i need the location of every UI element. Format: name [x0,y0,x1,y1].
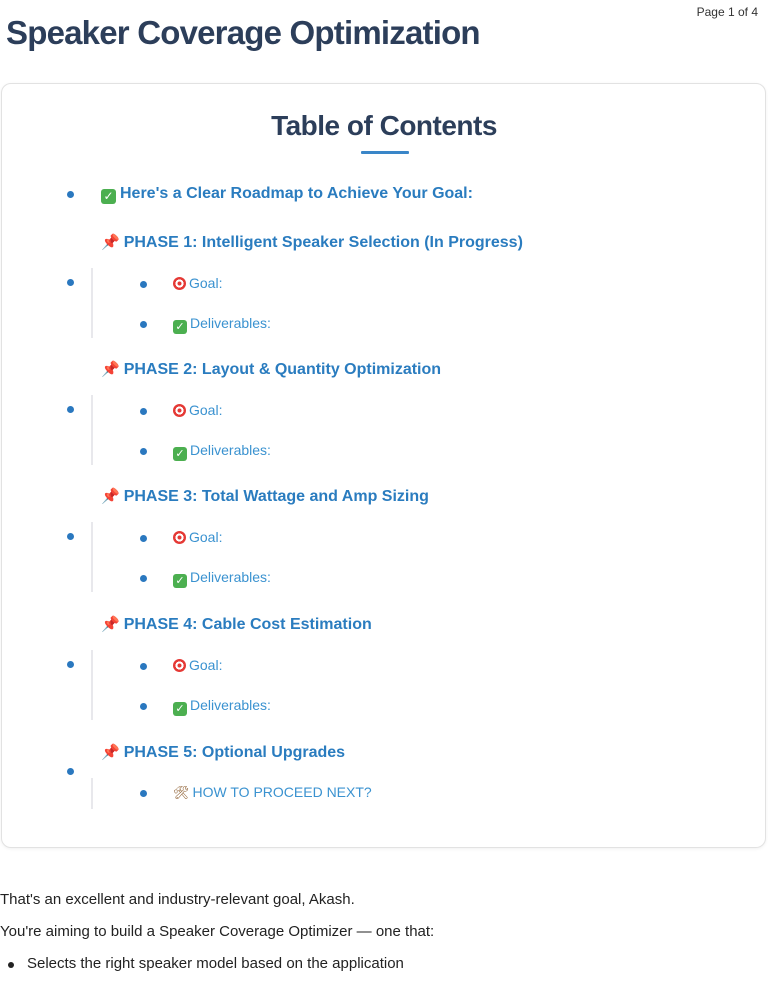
toc-bullet [67,191,74,198]
toc-bullet [67,533,74,540]
list-item: Selects the right speaker model based on… [27,955,404,972]
toc-sub-bullet [140,790,147,797]
pushpin-icon: 📌 [101,360,120,378]
toc-indent-line [91,522,93,592]
body-paragraph: You're aiming to build a Speaker Coverag… [0,923,435,940]
toc-indent-line [91,650,93,720]
toc-sub-bullet [140,575,147,582]
toc-bullet [67,661,74,668]
toc-link-label: Deliverables: [190,569,271,585]
toc-link-label: PHASE 3: Total Wattage and Amp Sizing [123,488,429,505]
toc-title-underline [361,151,409,154]
check-icon: ✓ [173,574,187,588]
check-icon: ✓ [101,189,116,204]
toc-link-phase-3[interactable]: 📌PHASE 3: Total Wattage and Amp Sizing [101,487,429,506]
target-icon [173,277,186,290]
toc-link-roadmap[interactable]: ✓ Here's a Clear Roadmap to Achieve Your … [101,185,473,204]
toc-link-label: Deliverables: [190,315,271,331]
body-paragraph: That's an excellent and industry-relevan… [0,891,355,908]
toc-indent-line [91,268,93,338]
toc-link-phase-3-deliverables[interactable]: ✓Deliverables: [173,569,271,588]
toc-link-how-to-proceed[interactable]: 🛠HOW TO PROCEED NEXT? [173,784,372,801]
toc-link-label: PHASE 5: Optional Upgrades [123,744,346,761]
toc-link-phase-1[interactable]: 📌PHASE 1: Intelligent Speaker Selection … [101,233,523,252]
pushpin-icon: 📌 [101,233,120,251]
toc-sub-bullet [140,408,147,415]
toc-indent-line [91,778,93,809]
toc-link-label: Deliverables: [190,442,271,458]
toc-sub-bullet [140,535,147,542]
list-bullet [8,962,14,968]
toc-sub-bullet [140,663,147,670]
toc-link-label: Goal: [189,657,223,673]
table-of-contents-card [1,83,766,848]
toc-sub-bullet [140,321,147,328]
toc-sub-bullet [140,448,147,455]
toc-indent-line [91,395,93,465]
toc-link-label: Deliverables: [190,697,271,713]
check-icon: ✓ [173,702,187,716]
page-indicator: Page 1 of 4 [696,5,758,19]
toc-link-phase-2-deliverables[interactable]: ✓Deliverables: [173,442,271,461]
pushpin-icon: 📌 [101,743,120,761]
toc-title: Table of Contents [271,110,497,141]
toc-link-label: Here's a Clear Roadmap to Achieve Your G… [120,185,473,202]
tools-icon: 🛠 [173,786,190,801]
toc-link-phase-2-goal[interactable]: Goal: [173,402,222,418]
toc-link-phase-5[interactable]: 📌PHASE 5: Optional Upgrades [101,743,345,762]
toc-link-phase-1-goal[interactable]: Goal: [173,275,222,291]
toc-link-label: Goal: [189,275,223,291]
check-icon: ✓ [173,447,187,461]
toc-link-phase-2[interactable]: 📌PHASE 2: Layout & Quantity Optimization [101,360,441,379]
toc-link-label: PHASE 1: Intelligent Speaker Selection (… [123,234,523,251]
toc-link-phase-4[interactable]: 📌PHASE 4: Cable Cost Estimation [101,615,372,634]
check-icon: ✓ [173,320,187,334]
pushpin-icon: 📌 [101,615,120,633]
toc-link-phase-3-goal[interactable]: Goal: [173,529,222,545]
toc-bullet [67,279,74,286]
toc-sub-bullet [140,703,147,710]
document-title: Speaker Coverage Optimization [6,14,481,51]
target-icon [173,659,186,672]
toc-sub-bullet [140,281,147,288]
toc-link-phase-1-deliverables[interactable]: ✓Deliverables: [173,315,271,334]
toc-link-phase-4-goal[interactable]: Goal: [173,657,222,673]
target-icon [173,531,186,544]
toc-bullet [67,768,74,775]
target-icon [173,404,186,417]
toc-link-phase-4-deliverables[interactable]: ✓Deliverables: [173,697,271,716]
toc-bullet [67,406,74,413]
toc-link-label: HOW TO PROCEED NEXT? [192,784,372,800]
toc-link-label: Goal: [189,529,223,545]
pushpin-icon: 📌 [101,487,120,505]
toc-link-label: PHASE 2: Layout & Quantity Optimization [123,361,442,378]
toc-link-label: Goal: [189,402,223,418]
toc-link-label: PHASE 4: Cable Cost Estimation [123,616,372,633]
